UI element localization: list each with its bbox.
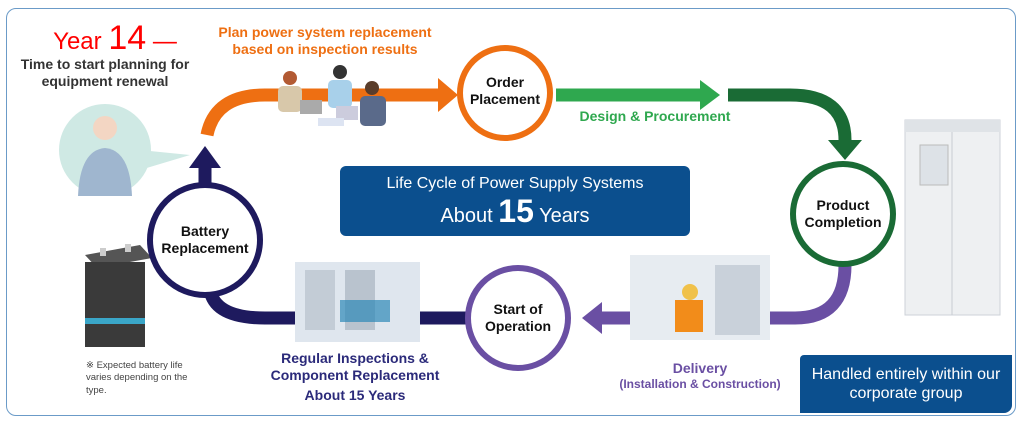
delivery-text: Delivery (Installation & Construction): [600, 360, 800, 391]
inspections-text: Regular Inspections & Component Replacem…: [250, 350, 460, 403]
order-label: Order Placement: [469, 74, 541, 107]
inspection-photo: [295, 262, 420, 342]
year-callout: Year 14 —: [40, 18, 190, 59]
years-text: Years: [539, 205, 590, 227]
about-text: About: [440, 205, 493, 227]
dark-green-arrowhead: [828, 140, 862, 160]
operation-circle: [465, 265, 571, 371]
design-text: Design & Procurement: [579, 108, 731, 124]
delivery-photo: [630, 255, 770, 340]
dark-green-arrow: [728, 88, 852, 141]
year-dash: —: [152, 28, 177, 55]
product-circle: [790, 161, 896, 267]
meeting-illustration: [278, 65, 386, 126]
year-number: 14: [108, 19, 147, 57]
year-prefix: Year: [53, 28, 102, 55]
years-number: 15: [498, 193, 534, 229]
battery-note: ※ Expected battery life varies depending…: [86, 360, 188, 396]
lifecycle-title: Life Cycle of Power Supply Systems: [386, 175, 644, 192]
battery-label: Battery Replacement: [161, 223, 249, 256]
delivery-title: Delivery: [672, 360, 728, 376]
battery-circle: [147, 182, 263, 298]
purple-arrow: [600, 264, 852, 325]
power-cabinet-image: [904, 119, 1001, 316]
green-arrowhead: [700, 80, 720, 110]
lifecycle-years: About 15 Years: [340, 193, 690, 230]
navy-arrowhead: [189, 146, 221, 168]
product-label: Product Completion: [804, 197, 882, 230]
diagram-frame: [6, 8, 1016, 416]
orange-arrowhead: [438, 78, 458, 112]
planning-text: Time to start planning for equipment ren…: [20, 56, 190, 89]
delivery-sub: (Installation & Construction): [619, 376, 781, 391]
inspections-line2: Component Replacement: [270, 366, 440, 383]
inspections-line3: About 15 Years: [304, 386, 406, 403]
orange-arrow: [200, 88, 440, 137]
operation-label: Start of Operation: [484, 301, 552, 334]
speech-tail: [140, 150, 190, 170]
plan-text: Plan power system replacement based on i…: [218, 24, 432, 57]
battery-image: [85, 244, 152, 347]
purple-arrowhead: [582, 302, 602, 334]
lifecycle-box: Life Cycle of Power Supply Systems About…: [340, 166, 690, 236]
order-circle: [457, 45, 553, 141]
group-box: Handled entirely within our corporate gr…: [800, 355, 1012, 413]
inspections-line1: Regular Inspections &: [281, 350, 429, 366]
